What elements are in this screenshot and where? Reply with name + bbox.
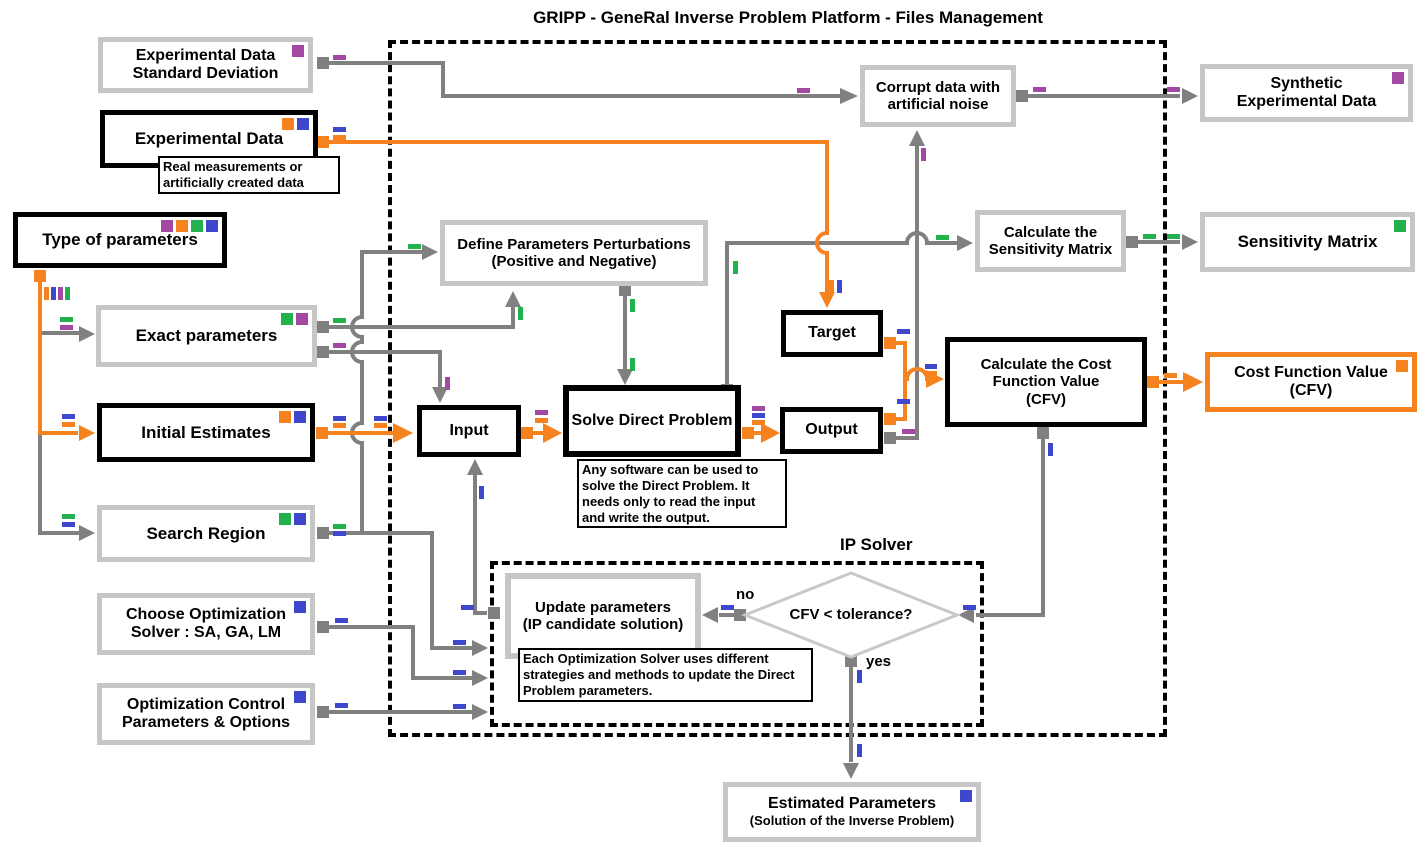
box-label: Optimization Control [126,695,286,713]
ip-solver-label: IP Solver [840,535,913,554]
blue-file-marker-icon [297,118,309,130]
ip-solver-boundary [490,561,984,727]
box-label: Standard Deviation [132,65,279,82]
box-label: Sensitivity Matrix [1237,232,1378,252]
blue-file-marker-icon [294,691,306,703]
green-file-marker-icon [1394,220,1406,232]
box-input: Input [417,405,521,457]
box-search-region: Search Region [97,505,315,562]
box-update-parameters: Update parameters (IP candidate solution… [505,573,701,659]
file-type-markers [294,691,306,703]
diamond-label: CFV < tolerance? [789,606,913,623]
purple-file-marker-icon [161,220,173,232]
file-type-markers [281,313,308,325]
box-experimental-data-standard-deviation: Experimental Data Standard Deviation [98,37,313,93]
file-type-markers [1396,360,1408,372]
note-each-optimization-solver: Each Optimization Solver uses different … [518,648,813,702]
purple-file-marker-icon [1392,72,1404,84]
box-solve-direct-problem: Solve Direct Problem [563,385,741,457]
box-choose-optimization-solver: Choose Optimization Solver : SA, GA, LM [97,593,315,655]
box-exact-parameters: Exact parameters [96,305,317,367]
box-label: artificial noise [887,96,989,113]
file-type-markers [1394,220,1406,232]
green-file-marker-icon [279,513,291,525]
box-label: Input [449,421,489,439]
note-any-software: Any software can be used to solve the Di… [577,459,787,529]
blue-file-marker-icon [294,601,306,613]
purple-file-marker-icon [292,45,304,57]
box-label: Experimental Data [134,129,284,149]
box-label: (Solution of the Inverse Problem) [749,812,955,828]
note-real-measurements: Real measurements or artificially create… [158,156,340,194]
box-optimization-control-parameters: Optimization Control Parameters & Option… [97,683,315,745]
box-label: Update parameters [535,598,671,616]
box-define-parameters-perturbations: Define Parameters Perturbations (Positiv… [440,220,708,286]
diagram-title: GRIPP - GeneRal Inverse Problem Platform… [533,8,1043,27]
yes-label: yes [866,653,892,670]
green-file-marker-icon [281,313,293,325]
box-label: Search Region [146,523,266,543]
file-type-markers [279,513,306,525]
orange-file-marker-icon [279,411,291,423]
box-corrupt-data-with-artificial-noise: Corrupt data with artificial noise [860,65,1016,127]
box-label: (CFV) [1289,382,1333,399]
box-label: Calculate the Cost [980,356,1112,374]
box-label: Solver : SA, GA, LM [130,624,282,641]
file-type-markers [294,601,306,613]
box-label: Cost Function Value [1234,363,1388,381]
file-type-markers [279,411,306,423]
box-label: (IP candidate solution) [522,616,684,633]
orange-file-marker-icon [1396,360,1408,372]
box-label: Function Value [992,373,1100,391]
blue-file-marker-icon [960,790,972,802]
box-cost-function-value-file: Cost Function Value (CFV) [1205,352,1417,412]
box-label: Estimated Parameters [767,795,937,813]
file-type-markers [282,118,309,130]
box-initial-estimates: Initial Estimates [97,403,315,462]
file-type-markers [960,790,972,802]
file-type-markers [1392,72,1404,84]
box-label: Corrupt data with [875,78,1001,96]
box-label: Exact parameters [135,326,278,346]
box-synthetic-experimental-data: Synthetic Experimental Data [1200,64,1413,122]
box-label: Calculate the [1003,223,1098,241]
purple-file-marker-icon [296,313,308,325]
box-type-of-parameters: Type of parameters [13,212,227,268]
box-label: Solve Direct Problem [571,411,733,429]
box-label: Type of parameters [42,230,198,250]
blue-file-marker-icon [294,513,306,525]
blue-file-marker-icon [294,411,306,423]
orange-file-marker-icon [282,118,294,130]
box-label: (CFV) [1026,390,1066,408]
no-label: no [736,586,755,603]
box-label: Target [808,324,856,342]
box-estimated-parameters: Estimated Parameters (Solution of the In… [723,782,981,842]
box-sensitivity-matrix: Sensitivity Matrix [1200,212,1415,272]
box-calculate-sensitivity-matrix: Calculate the Sensitivity Matrix [975,210,1126,272]
green-file-marker-icon [191,220,203,232]
box-calculate-cost-function-value: Calculate the Cost Function Value (CFV) [945,337,1147,427]
box-label: Parameters & Options [121,714,291,731]
box-output: Output [780,407,883,454]
box-label: Initial Estimates [141,422,271,442]
box-label: Output [805,421,858,439]
orange-file-marker-icon [176,220,188,232]
box-label: Choose Optimization [126,605,286,623]
box-label: Experimental Data [135,46,276,64]
box-label: Sensitivity Matrix [988,241,1113,258]
box-label: Define Parameters Perturbations [457,235,691,253]
file-type-markers [292,45,304,57]
blue-file-marker-icon [206,220,218,232]
box-label: (Positive and Negative) [491,253,657,270]
file-type-markers [161,220,218,232]
box-label: Synthetic [1270,74,1343,92]
box-label: Experimental Data [1236,93,1377,110]
box-target: Target [781,310,883,357]
